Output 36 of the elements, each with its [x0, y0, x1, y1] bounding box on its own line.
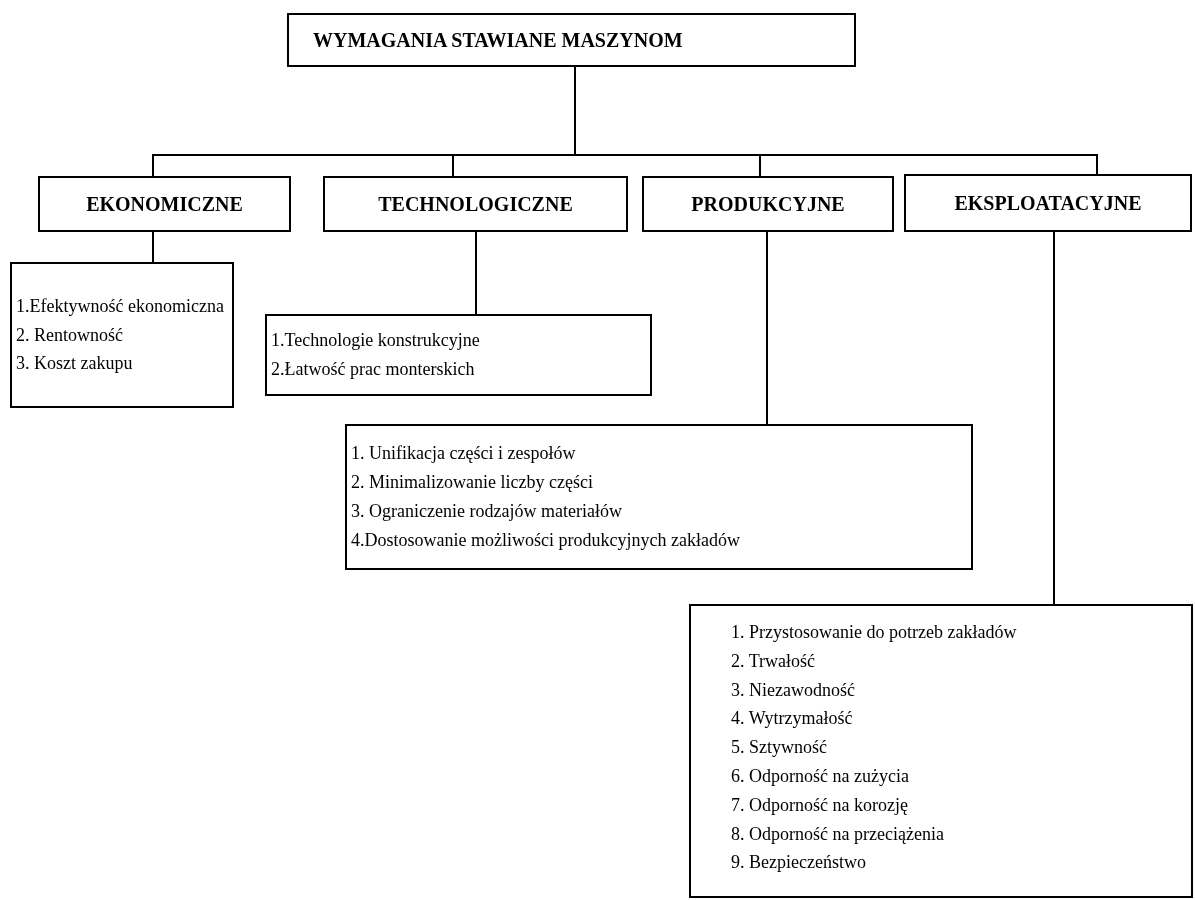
list-box [689, 604, 1193, 898]
box-label: WYMAGANIA STAWIANE MASZYNOM [313, 28, 683, 53]
list-item: 5. Sztywność [731, 736, 828, 760]
list-item: 1. Przystosowanie do potrzeb zakładów [731, 621, 1018, 644]
list-item: 8. Odporność na przeciążenia [731, 822, 945, 846]
list-box [10, 262, 234, 408]
list-item: 3. Niezawodność [731, 678, 856, 702]
box-label: PRODUKCYJNE [691, 192, 845, 217]
list-item: 4.Dostosowanie możliwości produkcyjnych zakładów [351, 528, 741, 552]
connector-line [1053, 231, 1055, 605]
box-label: TECHNOLOGICZNE [378, 192, 573, 217]
list-item: 2. Minimalizowanie liczby części [351, 471, 594, 495]
list-item: 9. Bezpieczeństwo [731, 851, 867, 875]
list-box [265, 314, 652, 396]
category-box [642, 176, 894, 232]
connector-line [152, 231, 154, 263]
list-item: 1.Technologie konstrukcyjne [271, 329, 481, 353]
list-item: 2.Łatwość prac monterskich [271, 358, 476, 381]
box-label: EKONOMICZNE [86, 192, 243, 217]
list-item: 4. Wytrzymałość [731, 707, 854, 731]
connector-line [475, 231, 477, 315]
box-label: EKSPLOATACYJNE [954, 191, 1142, 216]
category-box [323, 176, 628, 232]
list-item: 3. Ograniczenie rodzajów materiałów [351, 500, 623, 523]
category-box [38, 176, 291, 232]
list-box [345, 424, 973, 570]
list-item: 1. Unifikacja części i zespołów [351, 442, 577, 466]
list-item: 7. Odporność na korozję [731, 793, 909, 817]
connector-line [766, 231, 768, 425]
list-item: 3. Koszt zakupu [16, 352, 134, 376]
title-box [287, 13, 856, 67]
category-box [904, 174, 1192, 232]
list-item: 6. Odporność na zużycia [731, 765, 910, 788]
list-item: 2. Trwałość [731, 649, 816, 673]
list-item: 1.Efektywność ekonomiczna [16, 294, 225, 318]
list-item: 2. Rentowność [16, 323, 124, 347]
